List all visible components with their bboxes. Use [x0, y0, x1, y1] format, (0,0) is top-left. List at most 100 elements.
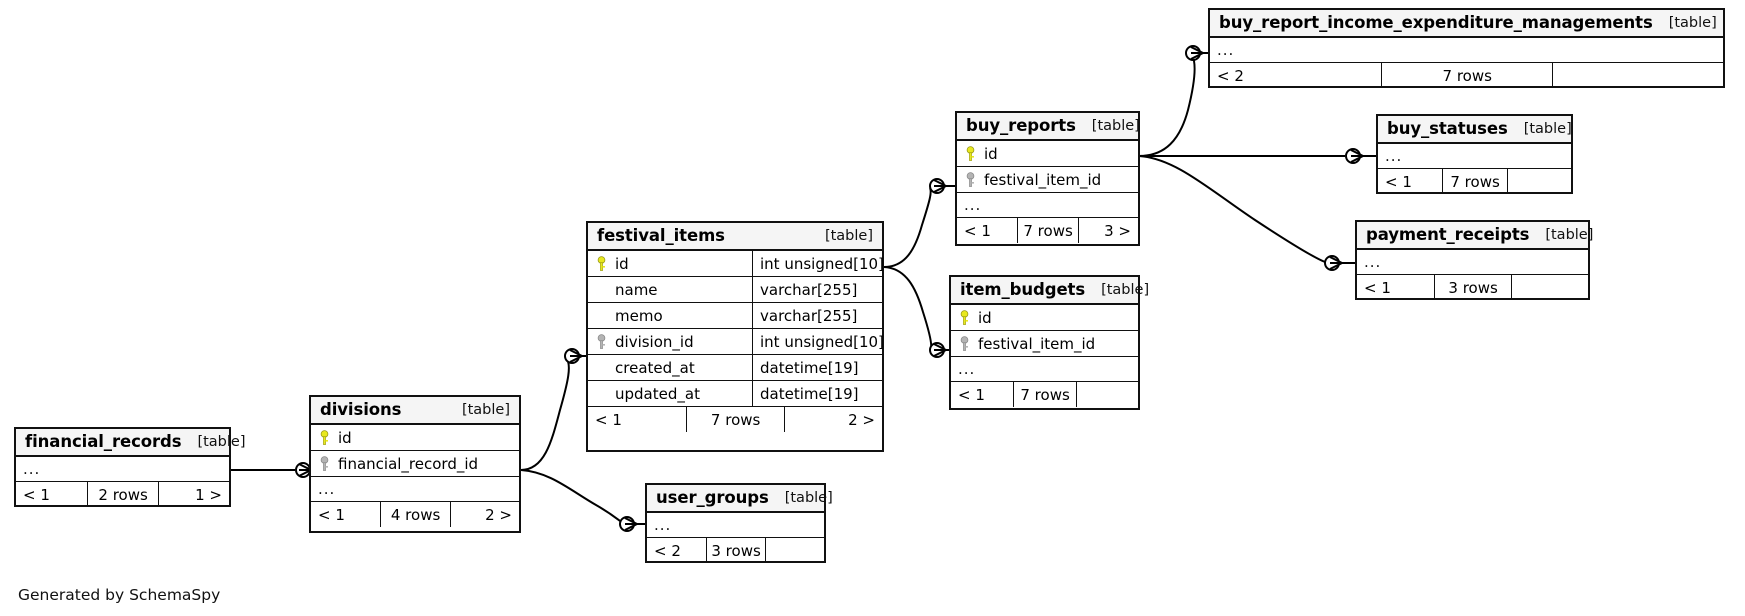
- table-header: buy_statuses [table]: [1378, 116, 1572, 144]
- children-count: [765, 538, 824, 563]
- foreign-key-icon: [959, 335, 978, 352]
- children-count: [1506, 169, 1571, 194]
- table-type-tag: [table]: [824, 227, 873, 244]
- column-row[interactable]: id: [311, 425, 519, 451]
- column-row[interactable]: name varchar[255]: [588, 277, 882, 303]
- table-type-tag: [table]: [1523, 120, 1572, 137]
- column-label: name: [615, 280, 658, 299]
- table-type-tag: [table]: [461, 401, 510, 418]
- column-type: datetime[19]: [752, 355, 882, 380]
- table-name: buy_report_income_expenditure_management…: [1219, 13, 1653, 32]
- row-count: 7 rows: [1013, 382, 1075, 407]
- column-label: memo: [615, 306, 663, 325]
- table-node-user-groups[interactable]: user_groups [table] ... < 2 3 rows: [645, 483, 833, 563]
- children-count: [1511, 275, 1588, 300]
- column-row[interactable]: memo varchar[255]: [588, 303, 882, 329]
- column-label: financial_record_id: [338, 454, 479, 473]
- column-label: id: [984, 144, 998, 163]
- table-header: divisions [table]: [311, 397, 519, 425]
- table-name: buy_reports: [966, 116, 1076, 135]
- row-count: 3 rows: [1434, 275, 1511, 300]
- hidden-columns-ellipsis: ...: [957, 193, 1138, 218]
- hidden-columns-ellipsis: ...: [951, 357, 1138, 382]
- table-type-tag: [table]: [197, 433, 246, 450]
- column-type: int unsigned[10]: [752, 329, 884, 354]
- table-header: financial_records [table]: [16, 429, 246, 457]
- table-header: item_budgets [table]: [951, 277, 1149, 305]
- hidden-columns-ellipsis: ...: [647, 513, 824, 538]
- column-type: varchar[255]: [752, 277, 882, 302]
- primary-key-icon: [959, 309, 978, 326]
- foreign-key-icon: [596, 333, 615, 350]
- column-label: id: [978, 308, 992, 327]
- column-name-cell: id: [957, 141, 1138, 166]
- column-name-cell: id: [588, 251, 752, 276]
- column-label: division_id: [615, 332, 694, 351]
- column-type: varchar[255]: [752, 303, 882, 328]
- parents-count: < 1: [958, 385, 985, 404]
- table-node-buy-statuses[interactable]: buy_statuses [table] ... < 1 7 rows: [1376, 114, 1573, 194]
- table-footer: < 2 3 rows: [647, 538, 824, 563]
- table-node-divisions[interactable]: divisions [table] id: [309, 395, 521, 533]
- hidden-columns-ellipsis: ...: [1210, 38, 1723, 63]
- row-count: 7 rows: [1017, 218, 1077, 243]
- column-row[interactable]: division_id int unsigned[10]: [588, 329, 884, 355]
- column-name-cell: financial_record_id: [311, 451, 519, 476]
- table-footer: < 1 7 rows 3 >: [957, 218, 1138, 243]
- edge-buy-reports-to-buy-statuses: [1139, 148, 1376, 164]
- column-name-cell: name: [588, 277, 752, 302]
- column-row[interactable]: updated_at datetime[19]: [588, 381, 882, 407]
- table-footer: < 1 2 rows 1 >: [16, 482, 229, 507]
- column-row[interactable]: festival_item_id: [951, 331, 1138, 357]
- table-header: festival_items [table]: [588, 223, 882, 251]
- table-type-tag: [table]: [1101, 281, 1150, 298]
- column-name-cell: festival_item_id: [951, 331, 1138, 356]
- column-name-cell: division_id: [588, 329, 752, 354]
- table-header: payment_receipts [table]: [1357, 222, 1593, 250]
- column-row[interactable]: financial_record_id: [311, 451, 519, 477]
- table-footer: < 1 7 rows 2 >: [588, 407, 882, 432]
- children-count: 2 >: [449, 502, 519, 527]
- column-row[interactable]: created_at datetime[19]: [588, 355, 882, 381]
- table-header: user_groups [table]: [647, 485, 833, 513]
- column-row[interactable]: id: [957, 141, 1138, 167]
- table-node-item-budgets[interactable]: item_budgets [table] id: [949, 275, 1149, 410]
- column-type: int unsigned[10]: [752, 251, 884, 276]
- table-type-tag: [table]: [1668, 14, 1717, 31]
- table-type-tag: [table]: [1091, 117, 1140, 134]
- column-row[interactable]: id int unsigned[10]: [588, 251, 884, 277]
- parents-count: < 1: [1385, 172, 1412, 191]
- table-footer: < 1 4 rows 2 >: [311, 502, 519, 527]
- table-node-buy-reports[interactable]: buy_reports [table] id: [955, 111, 1140, 246]
- table-name: divisions: [320, 400, 402, 419]
- parents-count: < 1: [1364, 278, 1391, 297]
- row-count: 7 rows: [1381, 63, 1552, 88]
- edge-divisions-to-user-groups: [520, 469, 650, 532]
- foreign-key-icon: [965, 171, 984, 188]
- table-node-financial-records[interactable]: financial_records [table] ... < 1 2 rows…: [14, 427, 246, 507]
- column-row[interactable]: id: [951, 305, 1138, 331]
- column-row[interactable]: festival_item_id: [957, 167, 1138, 193]
- table-node-buy-report-income-expenditure-managements[interactable]: buy_report_income_expenditure_management…: [1208, 8, 1725, 88]
- primary-key-icon: [965, 145, 984, 162]
- children-count: 1 >: [158, 482, 229, 507]
- edge-festival-items-to-buy-reports: [883, 178, 958, 268]
- table-node-festival-items[interactable]: festival_items [table] id int unsigned[1…: [586, 221, 884, 452]
- table-type-tag: [table]: [1545, 226, 1594, 243]
- table-header: buy_report_income_expenditure_management…: [1210, 10, 1723, 38]
- column-label: id: [615, 254, 629, 273]
- parents-count: < 2: [654, 541, 681, 560]
- row-count: 3 rows: [706, 538, 765, 563]
- children-count: 2 >: [784, 407, 882, 432]
- parents-count: < 1: [595, 410, 622, 429]
- children-count: [1075, 382, 1138, 407]
- table-node-payment-receipts[interactable]: payment_receipts [table] ... < 1 3 rows: [1355, 220, 1593, 300]
- column-type: datetime[19]: [752, 381, 882, 406]
- column-name-cell: memo: [588, 303, 752, 328]
- column-label: updated_at: [615, 384, 700, 403]
- column-label: festival_item_id: [984, 170, 1102, 189]
- edge-festival-items-to-item-budgets: [883, 266, 958, 358]
- table-name: buy_statuses: [1387, 119, 1508, 138]
- column-name-cell: festival_item_id: [957, 167, 1138, 192]
